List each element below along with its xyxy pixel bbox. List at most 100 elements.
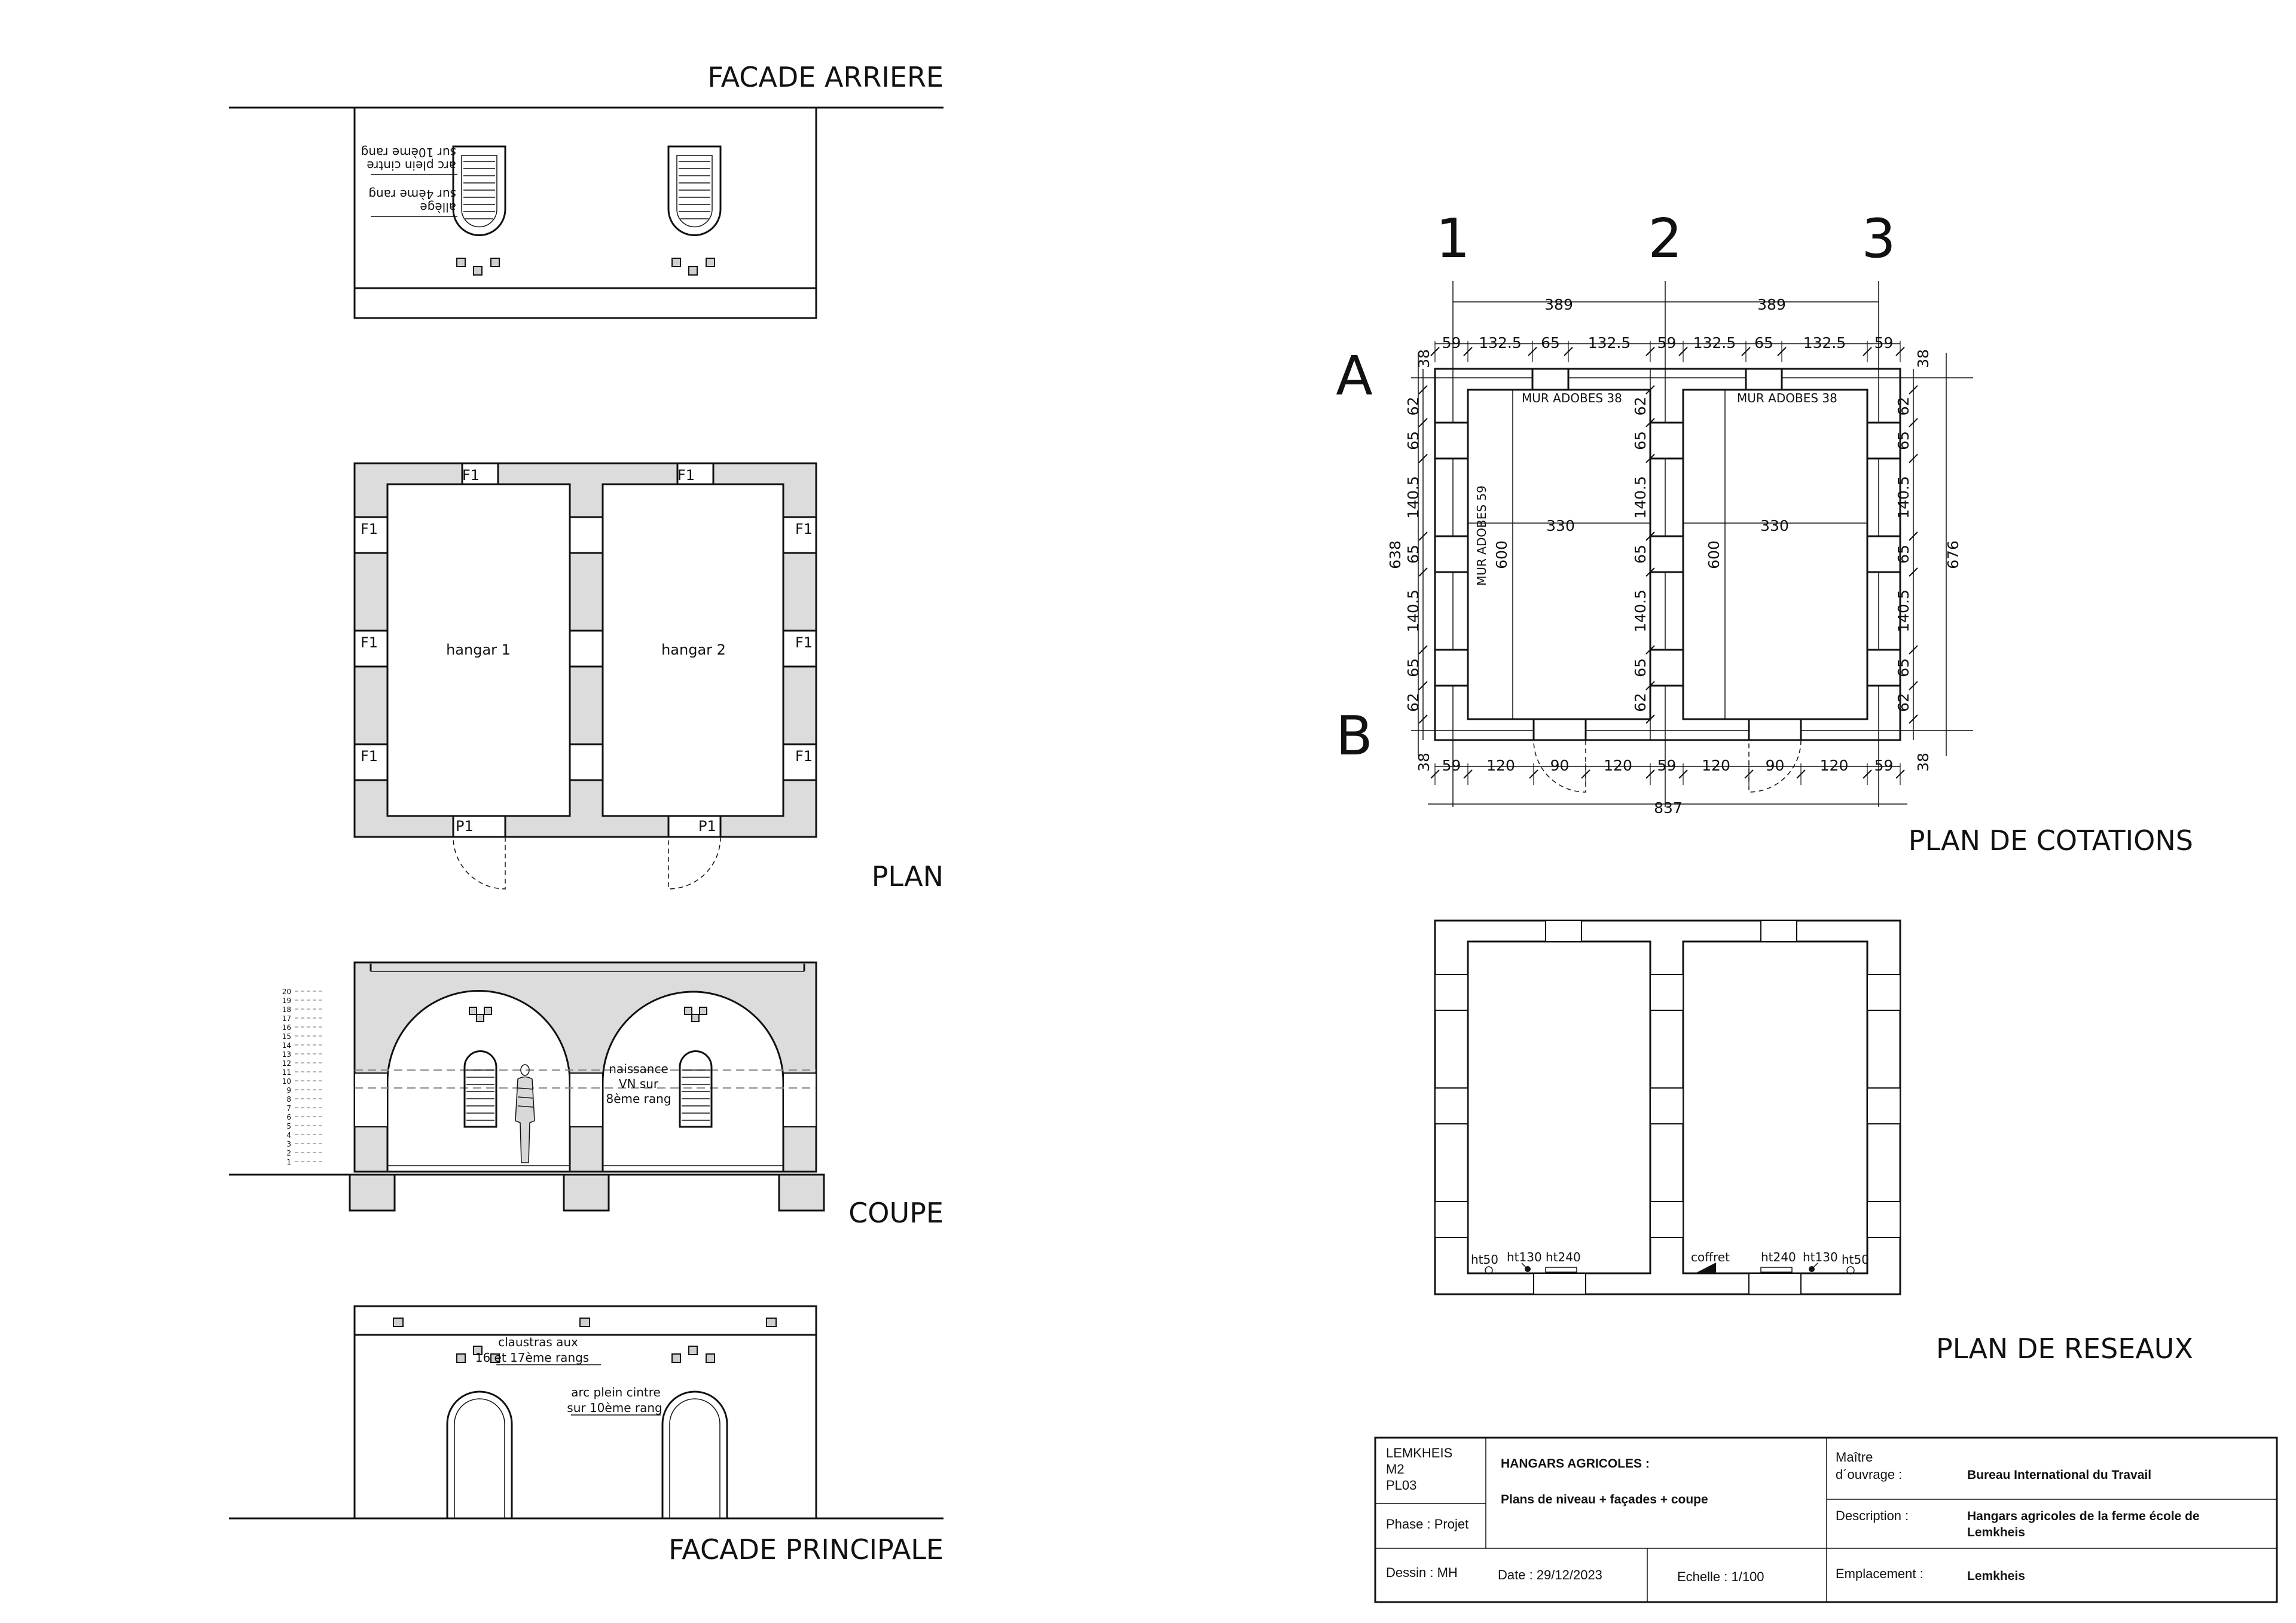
front-note-claustras: claustras aux 16 et 17ème rangs xyxy=(475,1335,601,1365)
network-plan: ht50 ht130 ht240 coffret ht240 ht130 ht5… xyxy=(1434,919,2193,1365)
dimension-label: 59 xyxy=(1874,757,1894,774)
window-tag: F1 xyxy=(677,467,695,484)
wall-note: MUR ADOBES 38 xyxy=(1522,391,1622,405)
svg-text:389: 389 xyxy=(1544,296,1573,313)
dimension-label: 120 xyxy=(1486,757,1515,774)
course-number: 7 xyxy=(286,1104,291,1112)
svg-text:ht240: ht240 xyxy=(1546,1250,1581,1264)
dimension-label: 65 xyxy=(1405,658,1422,677)
course-number: 9 xyxy=(286,1086,291,1095)
dimension-label: 65 xyxy=(1895,431,1912,450)
dimension-plan-title: PLAN DE COTATIONS xyxy=(1909,824,2193,857)
switch-icon xyxy=(1521,1263,1818,1272)
svg-text:Echelle : 1/100: Echelle : 1/100 xyxy=(1677,1569,1764,1584)
svg-text:ht50: ht50 xyxy=(1471,1252,1498,1267)
svg-text:38: 38 xyxy=(1415,753,1433,772)
title-block: LEMKHEIS M2 PL03 Phase : Projet HANGARS … xyxy=(1374,1436,2278,1603)
window-tag: F1 xyxy=(361,521,378,537)
section: naissance VN sur 8ème rang 2019181716151… xyxy=(229,961,944,1229)
course-number: 6 xyxy=(286,1113,291,1121)
course-number: 5 xyxy=(286,1122,291,1130)
course-number: 2 xyxy=(286,1149,291,1157)
svg-text:330: 330 xyxy=(1760,517,1789,534)
dimension-label: 132.5 xyxy=(1803,334,1846,352)
rear-window-right xyxy=(667,145,722,236)
course-number: 18 xyxy=(282,1005,291,1014)
svg-text:allège: allège xyxy=(420,200,456,215)
svg-text:ht50: ht50 xyxy=(1842,1252,1869,1267)
dimension-label: 65 xyxy=(1405,431,1422,450)
front-door-right xyxy=(661,1390,728,1518)
svg-text:d´ouvrage :: d´ouvrage : xyxy=(1836,1467,1902,1482)
svg-text:Emplacement :: Emplacement : xyxy=(1836,1566,1923,1581)
svg-text:M2: M2 xyxy=(1386,1462,1405,1477)
svg-text:arc plein cintre: arc plein cintre xyxy=(367,158,456,173)
dimension-label: 132.5 xyxy=(1588,334,1631,352)
svg-text:VN sur: VN sur xyxy=(619,1077,659,1091)
svg-text:ht130: ht130 xyxy=(1803,1250,1838,1264)
right-total: 676 xyxy=(1944,540,1962,569)
svg-text:ht240: ht240 xyxy=(1761,1250,1796,1264)
svg-text:sur 10ème rang: sur 10ème rang xyxy=(361,145,456,160)
svg-text:8ème rang: 8ème rang xyxy=(606,1092,671,1106)
dimension-label: 140.5 xyxy=(1632,476,1649,519)
course-number: 13 xyxy=(282,1050,291,1059)
front-facade-title: FACADE PRINCIPALE xyxy=(668,1533,944,1566)
dimension-label: 65 xyxy=(1895,658,1912,677)
course-number: 1 xyxy=(286,1158,291,1166)
svg-text:HANGARS AGRICOLES :: HANGARS AGRICOLES : xyxy=(1501,1457,1650,1471)
svg-text:Plans de niveau + façades + co: Plans de niveau + façades + coupe xyxy=(1501,1493,1708,1506)
section-title: COUPE xyxy=(848,1197,944,1229)
dimension-label: 59 xyxy=(1442,757,1461,774)
dimension-label: 59 xyxy=(1442,334,1461,352)
dimension-label: 62 xyxy=(1405,693,1422,712)
dimension-label: 62 xyxy=(1895,693,1912,712)
grid-axis-b: B xyxy=(1336,705,1373,768)
dimension-label: 140.5 xyxy=(1895,476,1912,519)
door-tag: P1 xyxy=(698,818,716,835)
section-claustras xyxy=(469,1007,707,1022)
window-tag: F1 xyxy=(795,521,813,537)
svg-text:claustras aux: claustras aux xyxy=(498,1335,578,1349)
dimension-label: 120 xyxy=(1604,757,1632,774)
svg-text:Description :: Description : xyxy=(1836,1508,1909,1523)
room-label-hangar-2: hangar 2 xyxy=(661,641,726,658)
person-figure-icon xyxy=(515,1064,535,1163)
rear-window-left xyxy=(452,145,506,236)
rear-facade: arc plein cintre sur 10ème rang allège s… xyxy=(229,61,944,319)
course-number: 17 xyxy=(282,1014,291,1023)
svg-text:coffret: coffret xyxy=(1691,1250,1730,1264)
window-tag: F1 xyxy=(361,634,378,651)
wall-note: MUR ADOBES 38 xyxy=(1737,391,1837,405)
dimension-label: 90 xyxy=(1550,757,1570,774)
door-swings xyxy=(453,836,721,890)
panel-icon xyxy=(1695,1263,1716,1273)
course-number: 19 xyxy=(282,997,291,1005)
dimension-label: 140.5 xyxy=(1632,589,1649,632)
dimension-label: 65 xyxy=(1541,334,1560,352)
svg-text:38: 38 xyxy=(1915,753,1932,772)
section-window-left xyxy=(463,1050,497,1128)
light-icon xyxy=(1545,1267,1793,1273)
room-label-hangar-1: hangar 1 xyxy=(446,641,511,658)
front-note-arch: arc plein cintre sur 10ème rang xyxy=(567,1385,662,1416)
dimension-label: 65 xyxy=(1632,431,1649,450)
svg-text:ht130: ht130 xyxy=(1507,1250,1542,1264)
dimension-label: 90 xyxy=(1766,757,1785,774)
section-window-right xyxy=(679,1050,713,1128)
course-number: 14 xyxy=(282,1041,291,1050)
dimension-label: 120 xyxy=(1702,757,1730,774)
grid-axis-3: 3 xyxy=(1861,207,1895,270)
svg-text:389: 389 xyxy=(1757,296,1786,313)
svg-text:Date : 29/12/2023: Date : 29/12/2023 xyxy=(1498,1567,1602,1582)
window-tag: F1 xyxy=(795,748,813,765)
dimension-label: 65 xyxy=(1405,545,1422,564)
course-number: 8 xyxy=(286,1095,291,1104)
svg-text:PL03: PL03 xyxy=(1386,1478,1416,1493)
course-number: 20 xyxy=(282,988,291,996)
